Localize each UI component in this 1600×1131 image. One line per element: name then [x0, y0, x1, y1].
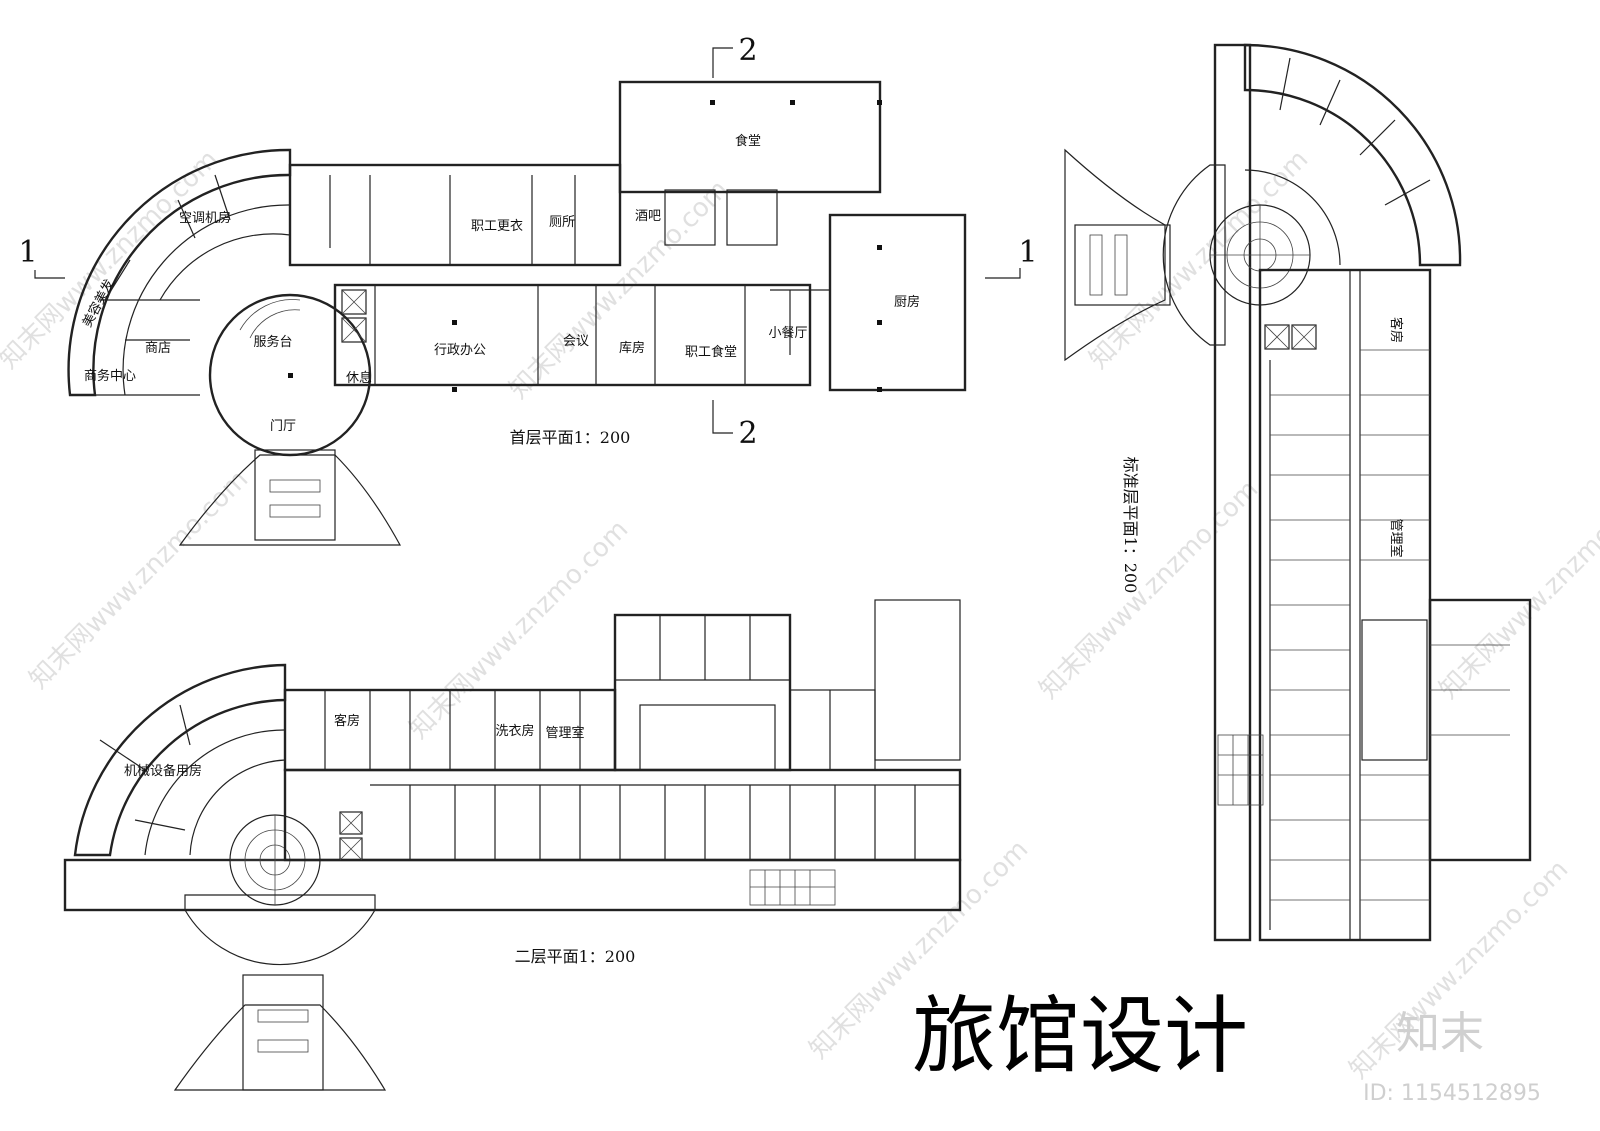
second-plan-caption: 二层平面1：200: [515, 947, 636, 966]
room-label-rest: 休息: [346, 370, 372, 386]
room-label-canteen: 食堂: [735, 133, 761, 149]
room-label-meeting: 会议: [563, 334, 589, 349]
room-label-storage: 库房: [619, 340, 645, 356]
room-label-lobby: 门厅: [270, 419, 296, 434]
room-label-management-2f: 管理室: [545, 725, 584, 741]
section-mark-2-top: 2: [738, 33, 757, 68]
room-label-guest-room-2f: 客房: [334, 713, 360, 729]
room-label-small-dining: 小餐厅: [768, 325, 807, 341]
section-mark-1-left: 1: [18, 235, 37, 270]
room-label-mechanical: 机械设备用房: [124, 763, 202, 779]
section-markers: 1 1 2 2: [18, 33, 1037, 451]
room-label-ac-room: 空调机房: [179, 210, 231, 226]
watermark-2: 知末网www.znzmo.com: [24, 464, 255, 695]
room-label-shop: 商店: [145, 341, 171, 356]
room-label-guest-room-std: 客房: [1388, 317, 1404, 343]
drawing-title: 旅馆设计: [912, 987, 1248, 1085]
room-label-admin-office: 行政办公: [434, 343, 486, 358]
watermark-4: 知末网www.znzmo.com: [404, 514, 635, 745]
brand-logo-text: 知末: [1396, 1008, 1484, 1059]
watermark-8: 知末网www.znzmo.com: [1434, 474, 1600, 705]
watermark-7: 知末网www.znzmo.com: [1034, 474, 1265, 705]
room-label-management-std: 管理室: [1388, 518, 1404, 557]
standard-plan-caption: 标准层平面1：200: [1121, 457, 1140, 594]
room-label-business-center: 商务中心: [84, 368, 136, 384]
room-label-staff-dining: 职工食堂: [685, 344, 737, 360]
standard-floor-plan: 客房 管理室 标准层平面1：200: [1064, 43, 1532, 942]
section-mark-2-bottom: 2: [738, 416, 757, 451]
room-label-front-desk: 服务台: [253, 334, 292, 350]
room-label-laundry: 洗衣房: [495, 723, 534, 739]
watermark-id: ID: 1154512895: [1363, 1081, 1541, 1106]
second-floor-plan: 客房 洗衣房 管理室 机械设备用房 二层平面1：200: [63, 599, 962, 1091]
room-label-toilet: 厕所: [549, 215, 575, 230]
section-mark-1-right: 1: [1018, 235, 1037, 270]
watermark-6: 知末网www.znzmo.com: [1084, 144, 1315, 375]
room-label-bar: 酒吧: [635, 209, 661, 224]
room-label-staff-locker: 职工更衣: [471, 218, 523, 234]
room-label-kitchen: 厨房: [894, 294, 920, 310]
ground-plan-caption: 首层平面1：200: [510, 428, 631, 447]
ground-floor-plan: 食堂 酒吧 厕所 职工更衣 空调机房 美容美发 商店 商务中心 服务台 门厅 休…: [67, 80, 967, 546]
